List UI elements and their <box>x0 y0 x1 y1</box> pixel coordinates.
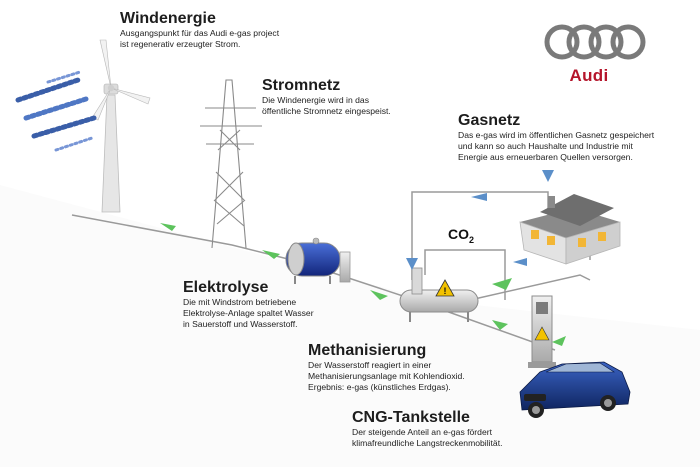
co2-subscript: 2 <box>469 234 475 245</box>
elektrolyse-title: Elektrolyse <box>183 279 269 296</box>
methanisierung-title: Methanisierung <box>308 342 427 359</box>
callout-cng-tankstelle: CNG-Tankstelle Der steigende Anteil an e… <box>352 409 502 449</box>
methanisierung-line-1: Der Wasserstoff reagiert in einer <box>308 360 432 370</box>
cng-dispenser <box>528 295 556 368</box>
power-pylon <box>200 79 262 249</box>
methanisierung-line-3: Ergebnis: e-gas (künstliches Erdgas). <box>308 382 451 393</box>
car <box>519 361 631 418</box>
cng-tankstelle-line-1: Der steigende Anteil an e-gas fördert <box>352 427 492 437</box>
windenergie-line-1: Ausgangspunkt für das Audi e-gas project <box>120 28 280 38</box>
elektrolyse-line-1: Die mit Windstrom betriebene <box>183 297 297 307</box>
callout-methanisierung: Methanisierung Der Wasserstoff reagiert … <box>308 342 465 394</box>
return-arrow <box>513 258 527 266</box>
wind-turbine <box>91 39 151 213</box>
audi-rings-logo <box>544 24 646 60</box>
callout-elektrolyse: Elektrolyse Die mit Windstrom betriebene… <box>183 279 314 331</box>
svg-text:!: ! <box>444 286 447 296</box>
elektrolyse-line-2: Elektrolyse-Anlage spaltet Wasser <box>183 308 314 319</box>
co2-label: CO2 <box>448 226 474 245</box>
return-arrows <box>406 170 554 270</box>
elektrolyse-line-3: in Sauerstoff und Wasserstoff. <box>183 319 298 330</box>
stromnetz-title: Stromnetz <box>262 77 341 94</box>
electrolysis-tank <box>285 237 351 284</box>
flow-arrow <box>492 320 508 330</box>
flow-arrows <box>160 223 566 346</box>
windenergie-title: Windenergie <box>120 10 216 27</box>
stromnetz-line-1: Die Windenergie wird in das <box>262 95 369 105</box>
gasnetz-title: Gasnetz <box>458 112 521 129</box>
callout-windenergie: Windenergie Ausgangspunkt für das Audi e… <box>120 10 279 50</box>
gasnetz-line-1: Das e-gas wird im öffentlichen Gasnetz g… <box>458 130 655 140</box>
cng-tankstelle-line-2: klimafreundliche Langstreckenmobilität. <box>352 438 503 449</box>
gasnetz-line-3: Energie aus erneuerbaren Quellen versorg… <box>458 152 633 163</box>
flow-arrow <box>262 250 280 259</box>
methanisation-plant: ! <box>399 267 479 322</box>
return-arrow <box>471 193 487 201</box>
callout-stromnetz: Stromnetz Die Windenergie wird in das öf… <box>262 77 391 117</box>
windenergie-line-2: ist regenerativ erzeugter Strom. <box>120 39 241 50</box>
return-arrow <box>542 170 554 182</box>
flow-arrow <box>160 223 176 231</box>
return-arrow <box>406 258 418 270</box>
methanisierung-line-2: Methanisierungsanlage mit Kohlendioxid. <box>308 371 465 382</box>
co2-main: CO <box>448 226 469 242</box>
callout-gasnetz: Gasnetz Das e-gas wird im öffentlichen G… <box>458 112 654 164</box>
flow-arrow <box>552 336 566 346</box>
house <box>519 194 621 265</box>
flow-arrow <box>370 290 388 300</box>
audi-wordmark: Audi <box>569 66 609 85</box>
cng-tankstelle-title: CNG-Tankstelle <box>352 409 470 426</box>
flow-arrow <box>492 278 512 290</box>
stromnetz-line-2: öffentliche Stromnetz eingespeist. <box>262 106 391 117</box>
co2-pipe <box>424 249 506 300</box>
gas-pipe-station <box>469 274 591 301</box>
wind-streaks <box>15 70 97 152</box>
gasnetz-line-2: und kann so auch Haushalte und Industrie… <box>458 141 633 152</box>
